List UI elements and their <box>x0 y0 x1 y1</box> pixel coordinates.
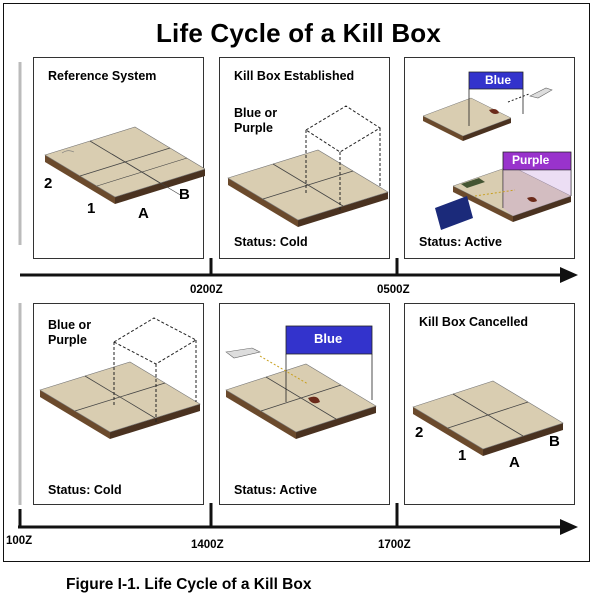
aircraft-icon <box>529 87 553 99</box>
grid-label-col-b: B <box>179 186 190 203</box>
cold-kill-box-slab <box>39 317 201 439</box>
reference-grid-slab <box>412 380 564 456</box>
helicopter-icon <box>461 178 485 188</box>
active-kill-box-scene <box>422 71 572 230</box>
blue-box-top <box>285 325 373 355</box>
tick-1400z: 1400Z <box>191 539 224 551</box>
grid-label-col-b: B <box>549 433 560 450</box>
figure-title: Life Cycle of a Kill Box <box>155 18 442 48</box>
cold-kill-box-slab <box>227 105 389 227</box>
grid-label-row: 2 <box>44 175 53 192</box>
tick-1700z: 1700Z <box>378 539 411 551</box>
box-type-label: Blue or Purple <box>234 106 278 135</box>
aircraft-icon <box>225 347 261 359</box>
reference-grid-slab <box>44 126 205 204</box>
grid-label-col-a: A <box>509 454 520 471</box>
panel-reference-system: Reference System 2 1 A B <box>33 57 205 259</box>
purple-box-label: Purple <box>512 153 550 167</box>
figure-caption: Figure I-1. Life Cycle of a Kill Box <box>66 576 312 593</box>
grid-label-col1: 1 <box>87 200 96 217</box>
status-text: Status: Cold <box>234 235 308 249</box>
blue-box-label: Blue <box>485 73 512 87</box>
tick-100z: 100Z <box>6 535 33 547</box>
tick-0500z: 0500Z <box>377 284 410 296</box>
status-text: Status: Active <box>419 235 502 249</box>
grid-label-col-a: A <box>138 205 149 222</box>
grid-label-row: 2 <box>415 424 424 441</box>
panel-active-bottom: Blue Status: Active <box>219 303 390 505</box>
blue-box-label: Blue <box>314 331 343 346</box>
panel-cold-bottom: Blue or Purple Status: Cold <box>33 303 204 505</box>
grid-label-col1: 1 <box>458 447 467 464</box>
panel-kill-box-active: Blue Purple Status: Active <box>404 57 575 259</box>
tick-0200z: 0200Z <box>190 284 223 296</box>
status-text: Status: Active <box>234 483 317 497</box>
box-type-label: Blue or Purple <box>48 318 92 347</box>
panel-heading: Reference System <box>48 69 157 83</box>
status-text: Status: Cold <box>48 483 122 497</box>
panel-kill-box-cancelled: Kill Box Cancelled 2 1 A B <box>404 303 575 505</box>
ship-icon <box>435 196 473 230</box>
panel-heading: Kill Box Cancelled <box>419 315 529 329</box>
panel-kill-box-established: Kill Box Established Blue or Purple Stat… <box>219 57 390 259</box>
panel-heading: Kill Box Established <box>234 69 355 83</box>
active-kill-box-scene <box>225 325 377 439</box>
